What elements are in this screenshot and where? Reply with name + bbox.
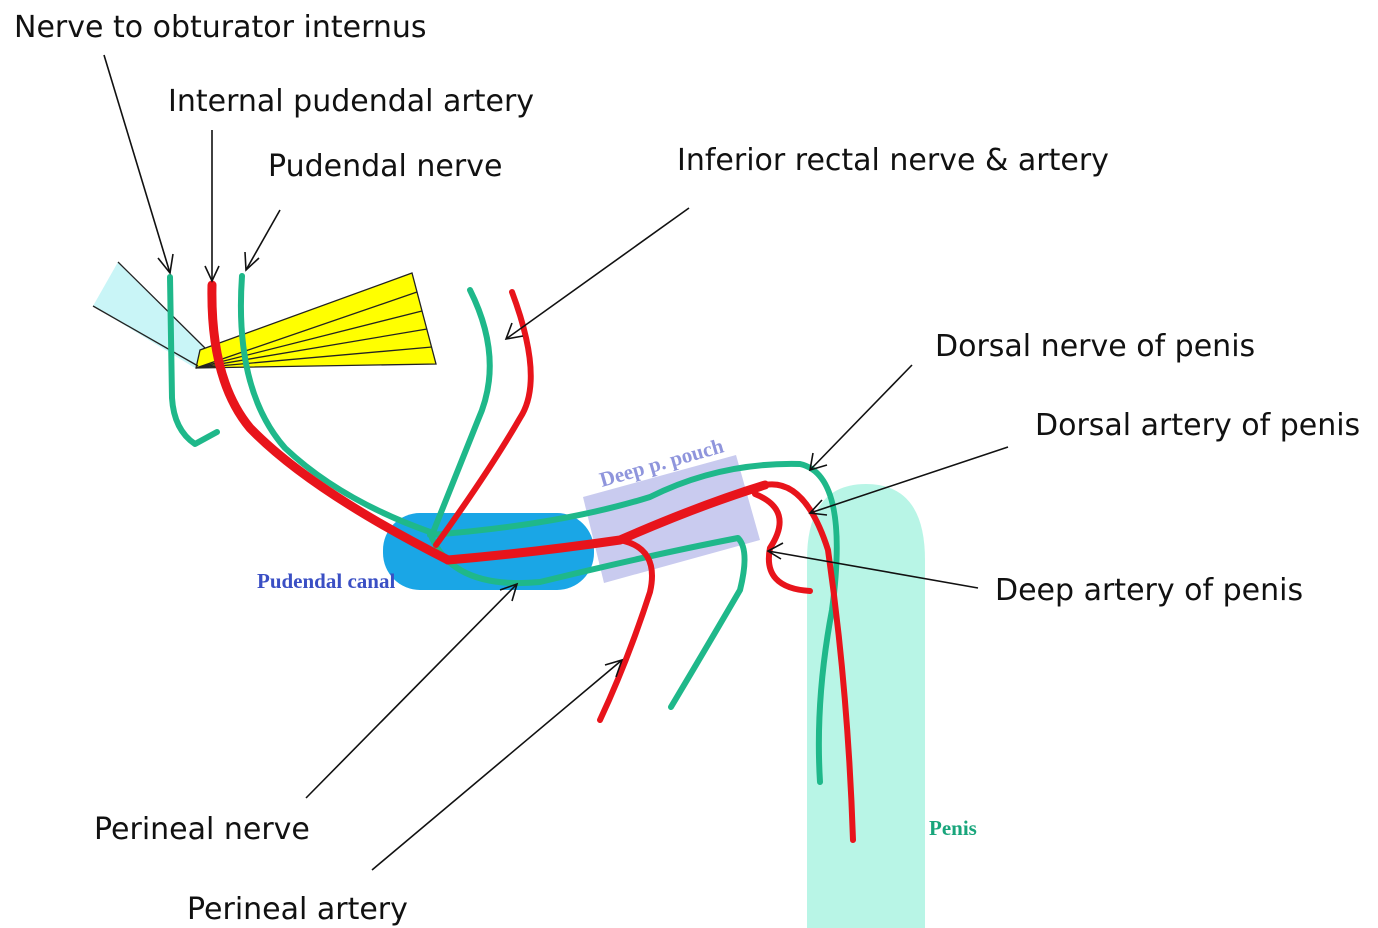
pointer-pudendal-nerve [245, 210, 280, 270]
penis-label: Penis [929, 816, 977, 840]
perineal-artery-label: Perineal artery [187, 892, 408, 927]
nerve-to-obturator-internus-label: Nerve to obturator internus [14, 10, 427, 45]
pointer-nerve-to-obturator-internus [104, 55, 173, 273]
deep-artery-of-penis-label: Deep artery of penis [995, 573, 1303, 608]
inferior-rectal-label: Inferior rectal nerve & artery [677, 143, 1109, 178]
pudendal-nerve-label: Pudendal nerve [268, 149, 502, 184]
pudendal-canal-label: Pudendal canal [257, 569, 395, 593]
pointer-internal-pudendal-artery [205, 130, 219, 281]
pointer-inferior-rectal [506, 208, 689, 339]
pointer-perineal-artery [372, 660, 622, 870]
pointer-dorsal-nerve-of-penis [810, 365, 912, 470]
pointer-perineal-nerve [306, 584, 517, 798]
perineal-nerve-label: Perineal nerve [94, 812, 310, 847]
inferior-rectal-nerve-line [432, 290, 490, 535]
internal-pudendal-artery-label: Internal pudendal artery [168, 84, 534, 119]
dorsal-nerve-of-penis-label: Dorsal nerve of penis [935, 329, 1255, 364]
penis-shape [807, 484, 925, 928]
dorsal-artery-of-penis-label: Dorsal artery of penis [1035, 408, 1360, 443]
